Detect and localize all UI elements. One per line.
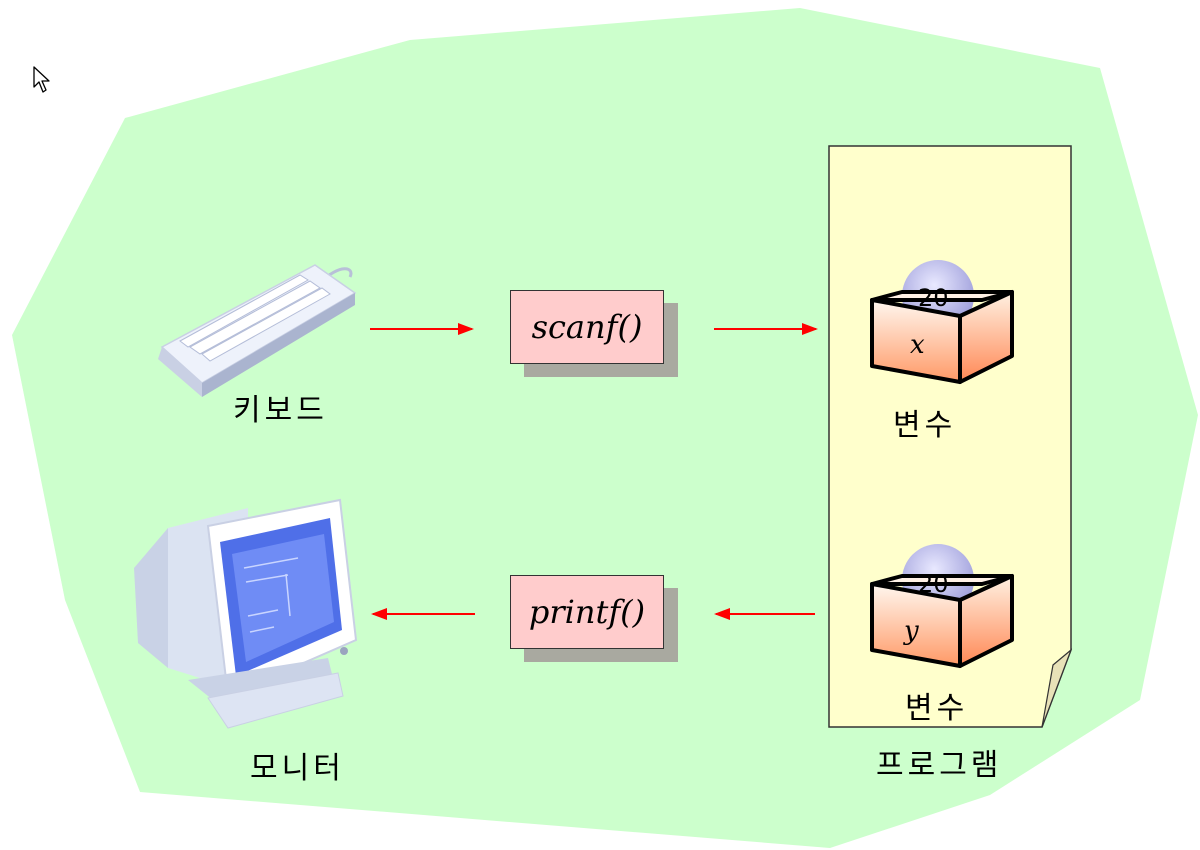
variable-x-name: x — [910, 330, 925, 360]
scanf-box: scanf() — [510, 290, 664, 364]
program-label: 프로그램 — [876, 748, 1003, 783]
keyboard-label: 키보드 — [233, 393, 328, 428]
printf-box: printf() — [510, 575, 664, 649]
scanf-label: scanf() — [531, 308, 643, 346]
monitor-label: 모니터 — [250, 751, 345, 786]
monitor-icon — [134, 498, 358, 729]
printf-label: printf() — [528, 593, 646, 631]
keyboard-icon — [158, 264, 357, 397]
variable-x-value: 20 — [918, 284, 949, 312]
variable-label-top: 변수 — [893, 408, 957, 443]
variable-y-value: 20 — [918, 570, 949, 598]
variable-box-icon — [870, 260, 1014, 384]
variable-y-name: y — [904, 616, 919, 646]
mouse-cursor-icon — [33, 66, 50, 93]
variable-label-bottom: 변수 — [905, 691, 969, 726]
variable-box-icon — [870, 544, 1014, 668]
